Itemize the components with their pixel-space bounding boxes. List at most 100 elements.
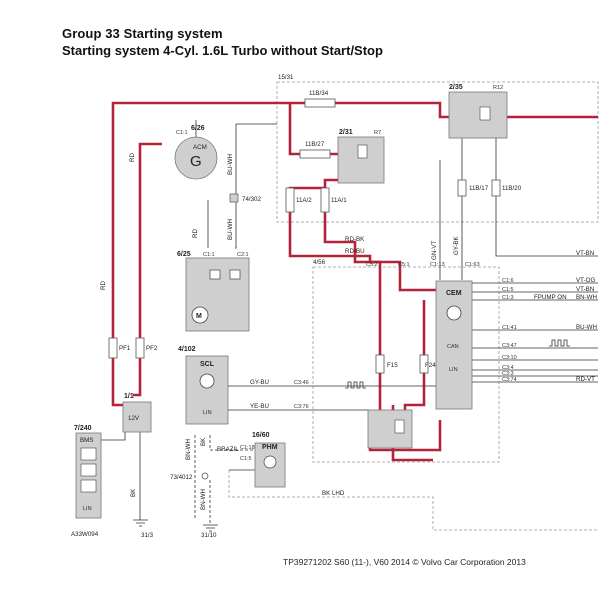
wire-label-vt-bn-top: VT-BN [576,250,594,257]
pin-c1-41: C1:41 [502,325,517,331]
fuse-11b20-label: 11B/20 [502,185,522,192]
wire-label-rd: RD [100,281,107,290]
fuse-f24-symbol [419,354,429,374]
wire-label-rd-bu: RD-BU [345,248,365,255]
wire-label-bn-wh: BN-WH [185,439,192,460]
wire-label-bk-1: BK [200,437,207,446]
relay-2-31-feed [288,103,300,156]
battery-ref: 1/1 [124,393,134,400]
rd-bu-wire [288,212,440,292]
starter-pin-c1: C1:1 [203,252,215,258]
wire-label-gy-bk: GY-BK [453,235,460,255]
wire-label-ye-bu: YE-BU [250,403,269,410]
wire-label-bu-wh: BU-WH [227,154,234,175]
pin-c1-5: C1:5 [502,287,514,293]
bms-link-wire [100,420,126,441]
rd-bk-wire [323,200,382,355]
fuse-11b27-label: 11B/27 [305,141,325,148]
phm-pin-2: C1:5 [240,456,252,462]
relay-2-31-r: R7 [374,130,381,136]
pin-c1-3: C1:3 [502,295,514,301]
scl-transistor-icon [199,373,215,389]
relay-4-56-coil [394,419,405,434]
wire-label-bu-wh-2: BU-WH [227,219,234,240]
relay-2-35-r: R12 [493,85,503,91]
starter-solenoid-2 [229,269,241,280]
scl-module-box [185,355,229,425]
pin-c3-4: C3:4 [502,365,514,371]
wire-label-rd-acm: RD [129,153,136,162]
cem-pin-c1-63: C1:63 [465,262,480,268]
wire-label-gy-bu: GY-BU [250,379,269,386]
fuse-11a1-label: 11A/1 [331,197,347,204]
module-4-56-outline [312,266,500,463]
starter-pin-c2: C2:1 [237,252,249,258]
wire-label-bk-lhd: BK LHD [322,490,345,497]
acm-ref: 6/26 [191,125,205,132]
wire-label-vt-bn: VT-BN [576,286,594,293]
phm-name: PHM [262,444,278,451]
acm-red-wire [138,142,162,340]
phm-transistor-icon [263,455,277,469]
pf2-battery-wire [133,358,142,397]
bu-wh-wire [235,124,237,249]
ground-31-3-label: 31/3 [141,532,154,539]
ground-31-10-label: 31/10 [201,532,217,539]
starter-motor-symbol [191,306,209,324]
pin-c5-2: C5:2 [366,262,378,268]
relay-2-31-coil [357,144,368,159]
wire-label-bn-wh-2: BN-WH [200,489,207,510]
acm-glyph: G [190,153,202,170]
fuse-11b17-symbol [457,179,467,197]
cem-name: CEM [446,290,462,297]
wire-label-fpump-on: FPUMP ON [534,294,567,301]
ground-73-label: 73/4012 [170,474,193,481]
cem-can: CAN [447,344,459,350]
footer-caption: TP39271202 S60 (11-), V60 2014 © Volvo C… [283,557,526,567]
fuse-f24-label: F24 [425,362,436,369]
battery-box [122,401,152,433]
splice-symbol [229,193,239,203]
relay-2-31-box [337,136,385,184]
diagram-subtitle: Starting system 4-Cyl. 1.6L Turbo withou… [62,43,383,58]
figure-id: A33W094 [71,531,99,538]
bms-cell-2 [80,463,97,477]
wire-label-gn-vt: GN-VT [431,241,438,260]
relay-2-35-box [448,91,508,139]
scl-ref: 4/102 [178,346,196,353]
phm-pin-1: C1:18 [240,445,255,451]
pf1-battery-wire [111,358,125,407]
cem-lin: LIN [449,367,458,373]
ground-icon-31-3 [133,519,148,527]
wire-label-vt-og: VT-OG [576,277,595,284]
pin-c5-1: C5:1 [398,262,410,268]
module-4-56-ref: 4/56 [313,259,326,266]
bms-ref: 7/240 [74,425,92,432]
bms-lin: LIN [83,506,92,512]
wire-label-bu-wh-right: BU-WH [576,324,597,331]
fuse-pf2-label: PF2 [146,345,158,352]
ground-lhd-dashed [228,470,598,531]
pin-c3-74: C3:74 [502,377,517,383]
acm-pin: C1:1 [176,130,188,136]
brazil-wire [209,435,255,451]
starter-glyph: M [196,313,202,320]
relay-4-56-box [367,409,413,449]
relay-2-35-ref: 2/35 [449,84,463,91]
phm-ref: 16/60 [252,432,270,439]
fuse-pf1-symbol [108,337,118,359]
fuse-11b34-label: 11B/34 [309,90,329,97]
starter-ref: 6/25 [177,251,191,258]
bms-name: BMS [80,437,93,444]
scl-lin: LIN [203,410,212,416]
battery-label: 12V [128,415,140,422]
pin-c3-10: C3:10 [502,355,517,361]
pin-c3-3: C3:3 [502,371,514,377]
ground-73-symbol [201,472,209,480]
ground-icon-31-10 [203,524,218,532]
acm-name: ACM [193,144,207,151]
fuse-11a1-symbol [320,187,330,213]
cem-transistor-icon [446,305,462,321]
fuse-11a2-label: 11A/2 [296,197,312,204]
pulse-signal-right-icon [549,339,570,347]
